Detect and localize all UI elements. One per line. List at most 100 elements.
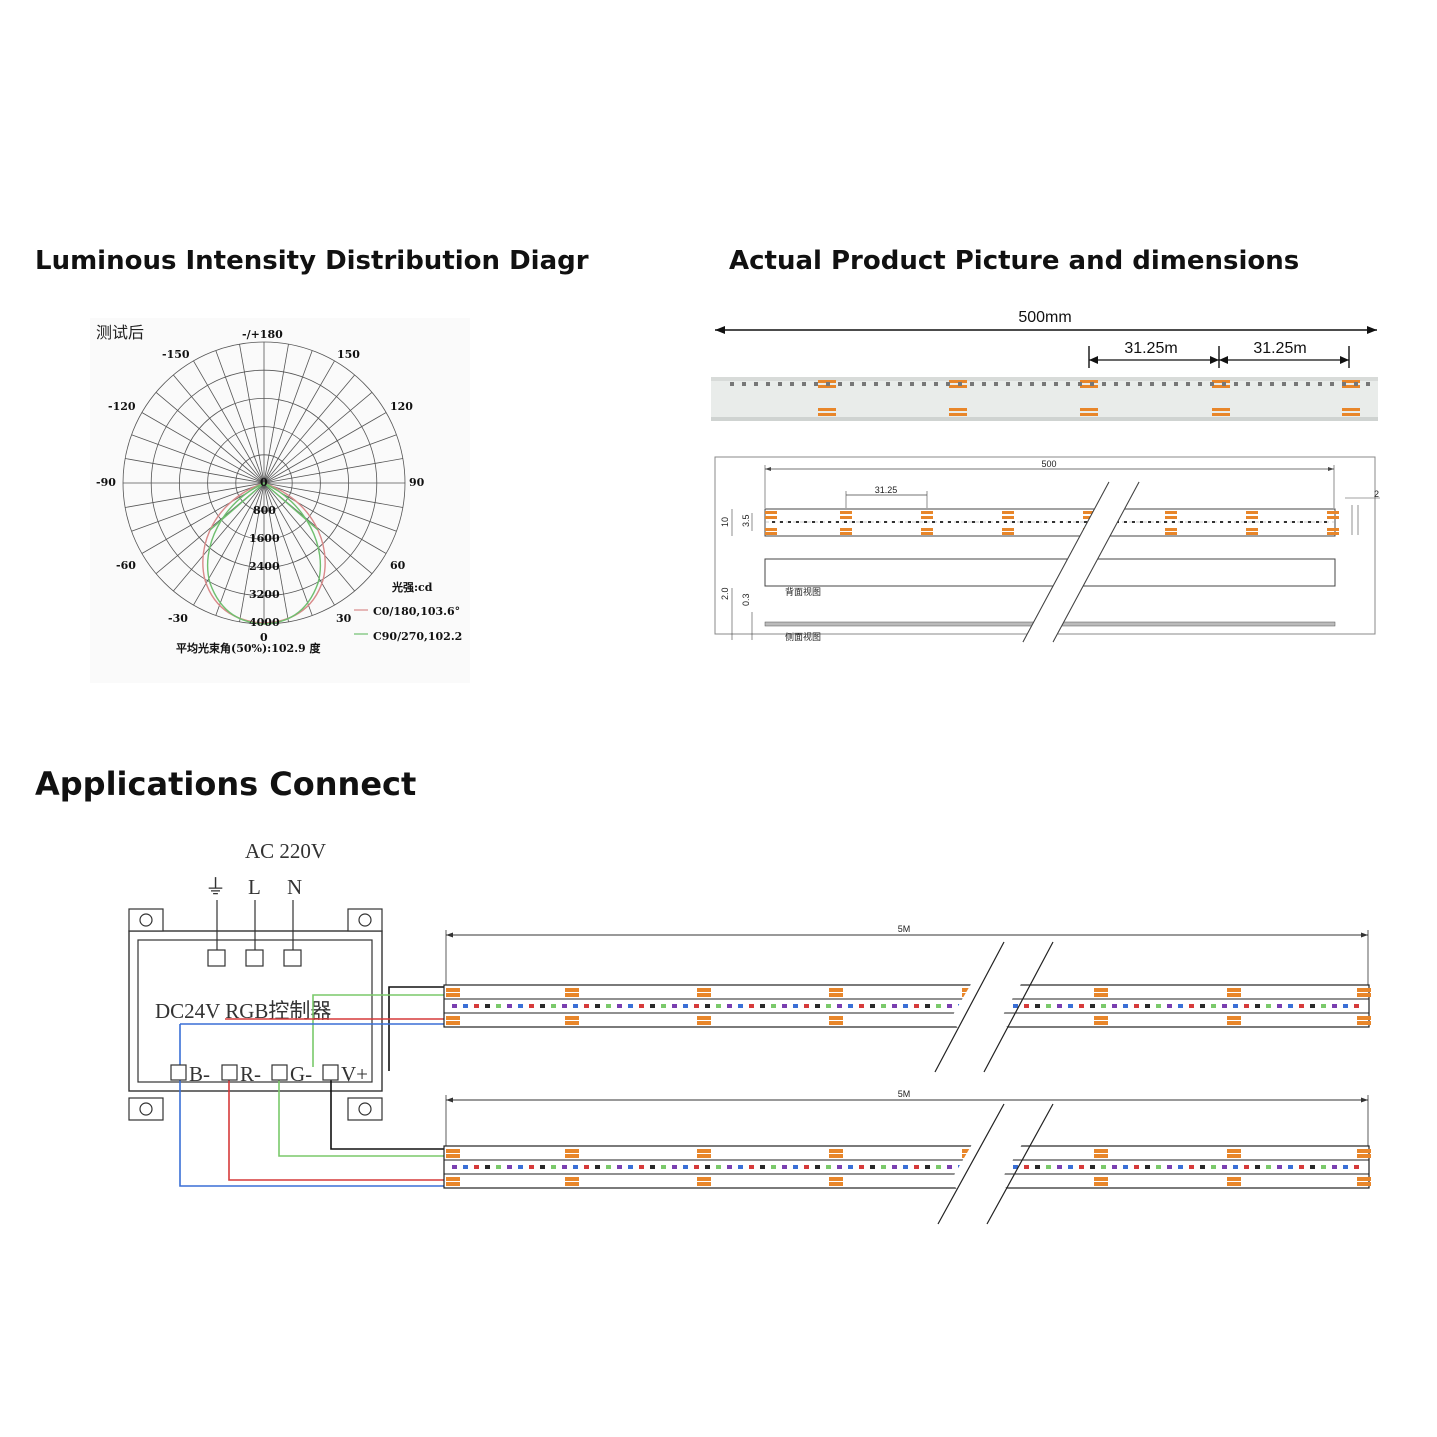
- led-chip: [595, 1165, 600, 1169]
- chip-dot: [1198, 382, 1202, 386]
- led-chip: [1079, 1004, 1084, 1008]
- led-chip: [804, 1004, 809, 1008]
- led-chip: [584, 1165, 589, 1169]
- led-chip: [1101, 1004, 1106, 1008]
- led-chip: [518, 1004, 523, 1008]
- polar-spoke: [141, 412, 265, 484]
- polar-spoke: [263, 360, 335, 484]
- polar-diagram: 测试后 -/+180 -150 150 -120 120 -90 90 -60 …: [90, 318, 470, 683]
- led-chip: [771, 1004, 776, 1008]
- chip-dot: [898, 382, 902, 386]
- chip-dot: [910, 382, 914, 386]
- led-chip: [474, 1165, 479, 1169]
- chip-dot: [1126, 382, 1130, 386]
- led-chip: [716, 1165, 721, 1169]
- solder-pad: [840, 532, 852, 535]
- led-chip: [1156, 1004, 1161, 1008]
- solder-pad: [818, 413, 836, 416]
- chip-dot: [1252, 521, 1255, 523]
- polar-spoke: [263, 434, 397, 484]
- led-chip: [1244, 1004, 1249, 1008]
- solder-pad: [1342, 408, 1360, 411]
- chip-dot: [844, 521, 847, 523]
- polar-spoke: [263, 374, 355, 484]
- solder-pad: [1165, 516, 1177, 519]
- led-chip: [892, 1165, 897, 1169]
- led-chip: [760, 1165, 765, 1169]
- solder-pad: [921, 516, 933, 519]
- strip2-break-lines: [937, 1103, 1054, 1225]
- led-chip: [925, 1165, 930, 1169]
- led-chip: [639, 1165, 644, 1169]
- terminal-r: [221, 1064, 238, 1081]
- led-chip: [727, 1004, 732, 1008]
- led-chip: [1299, 1165, 1304, 1169]
- strip2-length-label: 5M: [898, 1089, 911, 1099]
- chip-dot: [876, 521, 879, 523]
- led-chip: [749, 1165, 754, 1169]
- solder-pad: [446, 1016, 460, 1020]
- chip-dot: [1186, 382, 1190, 386]
- solder-pad: [1246, 528, 1258, 531]
- solder-pad: [1357, 1016, 1371, 1020]
- chip-dot: [780, 521, 783, 523]
- chip-dot: [1258, 382, 1262, 386]
- terminal-g-label: G-: [290, 1062, 312, 1086]
- led-chip: [1035, 1165, 1040, 1169]
- polar-spoke: [263, 482, 313, 616]
- solder-pad: [1357, 1182, 1371, 1186]
- led-chip: [1134, 1004, 1139, 1008]
- solder-pad: [1165, 532, 1177, 535]
- led-chip: [463, 1004, 468, 1008]
- polar-spoke: [239, 344, 265, 484]
- led-chip: [914, 1165, 919, 1169]
- polar-spoke: [239, 482, 265, 622]
- beam-line-right: [263, 482, 319, 531]
- chip-dot: [1308, 521, 1311, 523]
- led-chip: [672, 1165, 677, 1169]
- led-chip: [573, 1004, 578, 1008]
- polar-spoke: [125, 458, 265, 484]
- solder-pad: [1327, 511, 1339, 514]
- led-chip: [1222, 1165, 1227, 1169]
- chip-dot: [1236, 521, 1239, 523]
- chip-dot: [892, 521, 895, 523]
- ac-label: AC 220V: [245, 839, 326, 863]
- led-chip: [848, 1004, 853, 1008]
- solder-pad: [697, 988, 711, 992]
- chip-dot: [972, 521, 975, 523]
- solder-pad: [1342, 413, 1360, 416]
- chip-dot: [1148, 521, 1151, 523]
- chip-dot: [1284, 521, 1287, 523]
- solder-pad: [1002, 516, 1014, 519]
- led-chip: [1211, 1165, 1216, 1169]
- led-chip: [1288, 1004, 1293, 1008]
- wire-black-strip1: [388, 986, 444, 1071]
- led-chip: [1255, 1165, 1260, 1169]
- led-chip: [1189, 1004, 1194, 1008]
- n-label: N: [287, 875, 302, 899]
- chip-dot: [940, 521, 943, 523]
- led-chip: [903, 1004, 908, 1008]
- chip-dot: [826, 382, 830, 386]
- solder-pad: [1227, 1154, 1241, 1158]
- solder-pad: [949, 385, 967, 388]
- led-chip: [1046, 1004, 1051, 1008]
- solder-pad: [1227, 1149, 1241, 1153]
- terminal-r-label: R-: [240, 1062, 261, 1086]
- angle-label-m120: -120: [108, 400, 136, 413]
- chip-dot: [1006, 382, 1010, 386]
- solder-pad: [697, 1177, 711, 1181]
- solder-pad: [1357, 1149, 1371, 1153]
- test-label: 测试后: [96, 323, 144, 342]
- led-chip: [573, 1165, 578, 1169]
- solder-pad: [1002, 532, 1014, 535]
- angle-label-0: 0: [260, 631, 268, 644]
- radial-label-800: 800: [253, 504, 276, 517]
- strip1-length-label: 5M: [898, 924, 911, 934]
- chip-dot: [1244, 521, 1247, 523]
- solder-pad: [1227, 1021, 1241, 1025]
- led-chip: [1288, 1165, 1293, 1169]
- led-chip: [562, 1165, 567, 1169]
- polar-spoke: [263, 482, 335, 606]
